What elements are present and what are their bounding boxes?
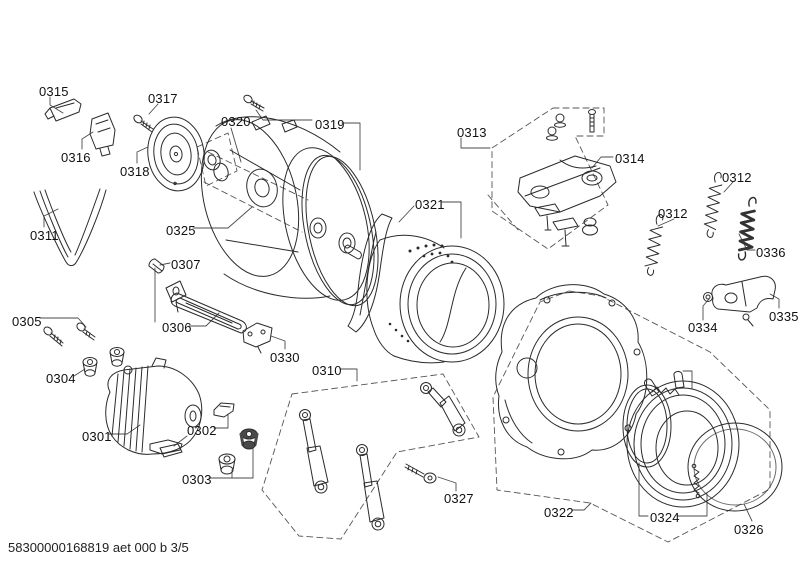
part-label-0316: 0316 [61, 150, 91, 165]
nut-drawing-silver [218, 453, 236, 475]
heating-element-drawing [165, 280, 247, 334]
part-label-0306: 0306 [162, 320, 192, 335]
part-label-0335: 0335 [769, 309, 799, 324]
part-label-0336: 0336 [756, 245, 786, 260]
part-label-0312-upper: 0312 [722, 170, 752, 185]
latch-drawing [44, 98, 82, 122]
part-label-0303: 0303 [182, 472, 212, 487]
pulley-drawing [147, 116, 205, 192]
part-label-0327: 0327 [444, 491, 474, 506]
clip-drawing-upper [213, 402, 235, 418]
motor-drawing [105, 357, 203, 458]
part-label-0307: 0307 [171, 257, 201, 272]
front-tub-drawing [495, 284, 648, 460]
part-label-0319: 0319 [315, 117, 345, 132]
nut-drawing-dark [239, 428, 259, 450]
door-bellows-drawing [626, 371, 740, 508]
part-label-0305: 0305 [12, 314, 42, 329]
part-label-0334: 0334 [688, 320, 718, 335]
group-boundaries [196, 107, 771, 543]
drum-perforations [388, 243, 454, 343]
part-label-0314: 0314 [615, 151, 645, 166]
part-label-0311: 0311 [30, 228, 59, 243]
tension-spring-drawing [737, 196, 757, 261]
part-label-0318: 0318 [120, 164, 150, 179]
part-label-0317: 0317 [148, 91, 178, 106]
part-label-0325: 0325 [166, 223, 196, 238]
screws-0305-drawing [43, 322, 96, 347]
screw-0317-drawing [133, 114, 154, 133]
mounting-bracket-drawing [242, 322, 273, 354]
group-boundary-bearing [196, 132, 238, 187]
part-label-0304: 0304 [46, 371, 76, 386]
leader-lines [39, 96, 780, 522]
drum-drawing [366, 234, 505, 364]
part-label-0312-lower: 0312 [658, 206, 688, 221]
part-label-0301: 0301 [82, 429, 112, 444]
document-code: 58300000168819 aet 000 b 3/5 [8, 540, 189, 555]
part-label-0315: 0315 [39, 84, 69, 99]
rear-tub-drawing [200, 115, 370, 301]
clip-drawing-lower [149, 439, 183, 455]
v-belt-drawing [33, 188, 107, 267]
part-label-0310: 0310 [312, 363, 342, 378]
group-boundary-0322 [492, 290, 771, 543]
part-label-0324: 0324 [650, 510, 680, 525]
clamp-ring-drawing [301, 154, 379, 307]
fastener-kit-drawing [534, 109, 598, 247]
part-label-0321: 0321 [415, 197, 445, 212]
part-label-0313: 0313 [457, 125, 487, 140]
group-boundary-0313 [491, 107, 609, 250]
screw-0320-drawing [243, 94, 265, 112]
shock-absorber-drawing-1 [299, 409, 329, 494]
nuts-0304-drawing [82, 347, 125, 377]
suspension-spring-drawing-left [644, 214, 664, 276]
transport-bracket-drawing [711, 275, 776, 327]
part-label-0302: 0302 [187, 423, 217, 438]
door-lock-drawing [89, 112, 116, 157]
shock-absorber-drawing-3 [420, 382, 466, 437]
part-label-0320: 0320 [221, 114, 251, 129]
counterweight-drawing [517, 155, 617, 213]
bearing-drawing [203, 149, 229, 182]
part-label-0330: 0330 [270, 350, 300, 365]
part-label-0326: 0326 [734, 522, 764, 537]
suspension-spring-drawing-right [703, 172, 723, 238]
group-boundary-0310 [261, 373, 480, 540]
door-glass-drawing [687, 422, 783, 512]
shock-absorber-drawing-2 [356, 444, 385, 531]
part-label-0322: 0322 [544, 505, 574, 520]
sensor-plug-drawing [148, 258, 165, 274]
screw-0327-drawing [404, 463, 437, 484]
